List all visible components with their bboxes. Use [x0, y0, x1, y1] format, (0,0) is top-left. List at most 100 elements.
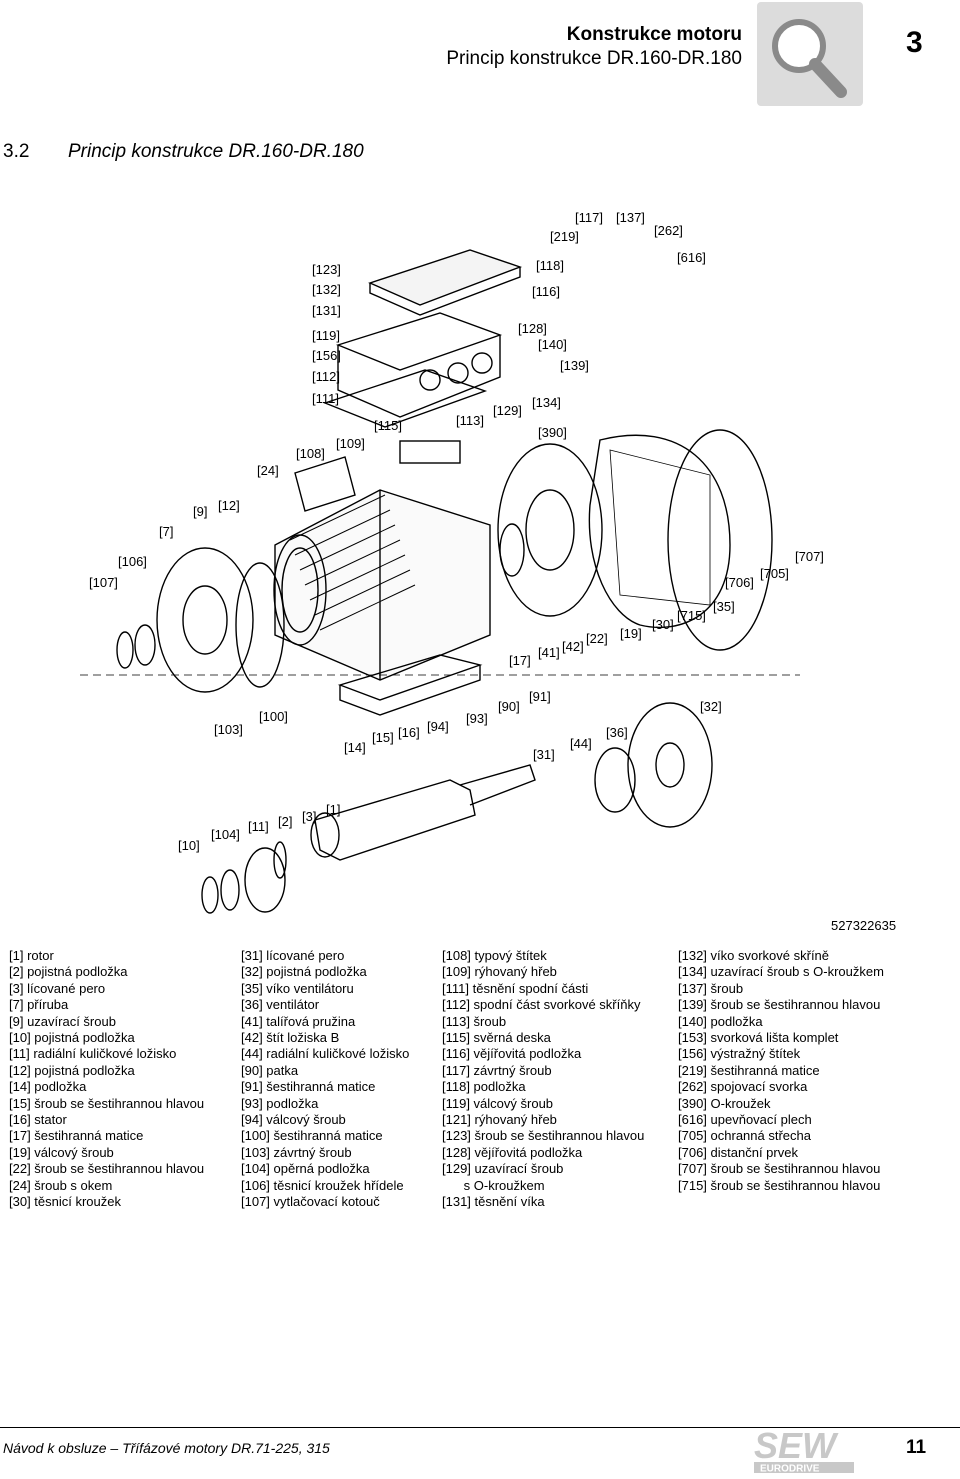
callout-139: [139]: [560, 358, 589, 373]
legend-item: [3] lícované pero: [9, 980, 106, 996]
callout-15: [15]: [372, 730, 394, 745]
callout-137: [137]: [616, 210, 645, 225]
callout-90: [90]: [498, 699, 520, 714]
legend-item: [112] spodní část svorkové skříňky: [442, 997, 641, 1013]
callout-705: [705]: [760, 566, 789, 581]
magnifier-icon: [757, 2, 863, 106]
legend-item: [30] těsnicí kroužek: [9, 1194, 121, 1210]
motor-illustration: [80, 249, 800, 914]
callout-93: [93]: [466, 711, 488, 726]
legend-item: [116] vějířovitá podložka: [442, 1046, 582, 1062]
legend-item: [22] šroub se šestihrannou hlavou: [9, 1161, 205, 1177]
legend-item: [121] rýhovaný hřeb: [442, 1112, 557, 1128]
legend-item: [36] ventilátor: [241, 997, 320, 1013]
legend-item: [118] podložka: [442, 1079, 526, 1095]
legend-item: [12] pojistná podložka: [9, 1062, 135, 1078]
callout-123: [123]: [312, 262, 341, 277]
callout-390: [390]: [538, 425, 567, 440]
legend-item: [19] válcový šroub: [9, 1144, 114, 1160]
legend-item: [156] výstražný štítek: [678, 1046, 801, 1062]
legend-item: [706] distanční prvek: [678, 1144, 798, 1160]
legend-item: [132] víko svorkové skříně: [678, 948, 830, 963]
legend-item: [24] šroub s okem: [9, 1177, 113, 1193]
legend-item: s O-kroužkem: [442, 1177, 545, 1193]
exploded-motor-drawing: [117] [137] [219] [262] [118] [616] [123…: [80, 205, 920, 920]
legend-item: [117] závrtný šroub: [442, 1062, 552, 1078]
callout-12: [12]: [218, 498, 240, 513]
callout-131: [131]: [312, 303, 341, 318]
header-title: Konstrukce motoru: [566, 24, 742, 45]
legend-item: [15] šroub se šestihrannou hlavou: [9, 1095, 205, 1111]
legend-item: [91] šestihranná matice: [241, 1079, 376, 1095]
legend-item: [115] svěrná deska: [442, 1030, 551, 1046]
legend-item: [7] příruba: [9, 997, 69, 1013]
legend-item: [616] upevňovací plech: [678, 1112, 812, 1128]
callout-2: [2]: [278, 814, 293, 829]
legend-item: [705] ochranná střecha: [678, 1128, 811, 1144]
callout-104: [104]: [211, 827, 240, 842]
legend-item: [137] šroub: [678, 980, 744, 996]
callout-36: [36]: [606, 725, 628, 740]
callout-715: [715]: [677, 608, 706, 623]
callout-119: [119]: [312, 328, 340, 343]
callout-42: [42]: [562, 639, 584, 654]
legend-column-4: [132] víko svorkové skříně [134] uzavíra…: [678, 948, 884, 1194]
callout-111: [111]: [312, 391, 339, 406]
legend-item: [219] šestihranná matice: [678, 1062, 820, 1078]
callout-14: [14]: [344, 740, 366, 755]
legend-item: [123] šroub se šestihrannou hlavou: [442, 1128, 645, 1144]
footer-text: Návod k obsluze – Třífázové motory DR.71…: [3, 1440, 330, 1456]
callout-30: [30]: [652, 617, 674, 632]
callout-128: [128]: [518, 321, 547, 336]
callout-94: [94]: [427, 719, 449, 734]
legend-column-2: [31] lícované pero [32] pojistná podložk…: [241, 948, 409, 1211]
callout-116: [116]: [532, 284, 560, 299]
callout-9: [9]: [193, 504, 208, 519]
legend-item: [139] šroub se šestihrannou hlavou: [678, 997, 881, 1013]
legend-item: [103] závrtný šroub: [241, 1144, 352, 1160]
callout-3: [3]: [302, 809, 317, 824]
legend-item: [128] vějířovitá podložka: [442, 1144, 583, 1160]
callout-24: [24]: [257, 463, 279, 478]
legend-item: [9] uzavírací šroub: [9, 1013, 116, 1029]
callout-113: [113]: [456, 413, 484, 428]
legend-item: [153] svorková lišta komplet: [678, 1030, 839, 1046]
legend-item: [104] opěrná podložka: [241, 1161, 370, 1177]
legend-item: [100] šestihranná matice: [241, 1128, 383, 1144]
legend-item: [14] podložka: [9, 1079, 87, 1095]
callout-91: [91]: [529, 689, 551, 704]
legend-item: [129] uzavírací šroub: [442, 1161, 564, 1177]
legend-item: [42] štít ložiska B: [241, 1030, 340, 1046]
legend-item: [707] šroub se šestihrannou hlavou: [678, 1161, 881, 1177]
legend-item: [93] podložka: [241, 1095, 319, 1111]
svg-text:SEW: SEW: [754, 1426, 839, 1466]
callout-129: [129]: [493, 403, 522, 418]
callout-118: [118]: [536, 258, 564, 273]
callout-19: [19]: [620, 626, 642, 641]
callout-22: [22]: [586, 631, 608, 646]
callout-31: [31]: [533, 747, 555, 762]
callout-219: [219]: [550, 229, 579, 244]
callout-7: [7]: [159, 524, 174, 539]
callout-112: [112]: [312, 369, 340, 384]
legend-item: [44] radiální kuličkové ložisko: [241, 1046, 410, 1062]
section-title: Princip konstrukce DR.160-DR.180: [68, 141, 364, 162]
legend-item: [10] pojistná podložka: [9, 1030, 135, 1046]
legend-item: [35] víko ventilátoru: [241, 980, 354, 996]
legend-item: [1] rotor: [9, 948, 54, 963]
legend-item: [2] pojistná podložka: [9, 964, 128, 980]
callout-262: [262]: [654, 223, 683, 238]
chapter-number: 3: [906, 26, 923, 59]
legend-item: [108] typový štítek: [442, 948, 547, 963]
legend-item: [16] stator: [9, 1112, 67, 1128]
callout-17: [17]: [509, 653, 531, 668]
legend-item: [131] těsnění víka: [442, 1194, 545, 1210]
callout-108: [108]: [296, 446, 325, 461]
header-subtitle: Princip konstrukce DR.160-DR.180: [446, 48, 742, 69]
legend-item: [113] šroub: [442, 1013, 507, 1029]
legend-item: [119] válcový šroub: [442, 1095, 554, 1111]
callout-100: [100]: [259, 709, 288, 724]
legend-item: [94] válcový šroub: [241, 1112, 346, 1128]
callout-156: [156]: [312, 348, 341, 363]
callout-132: [132]: [312, 282, 341, 297]
